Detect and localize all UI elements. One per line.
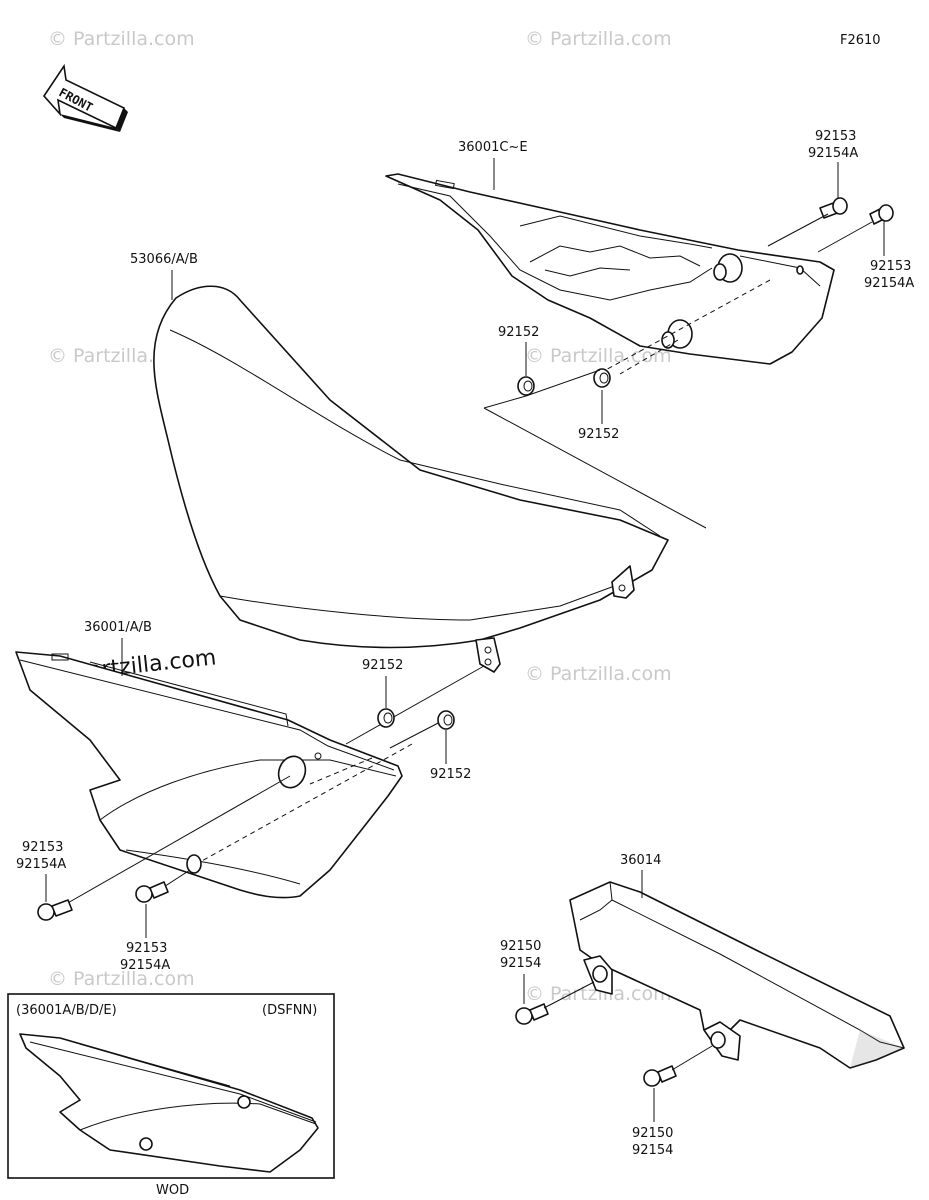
label-bolt-e-1: 92150 — [500, 939, 541, 954]
label-bolt-d-1: 92153 — [126, 941, 167, 956]
label-collar-4: 92152 — [430, 767, 471, 782]
watermark: © Partzilla.com — [48, 968, 195, 990]
label-side-cover-left: 36001/A/B — [84, 620, 152, 635]
watermark: © Partzilla.com — [48, 28, 195, 50]
label-bolt-a-2: 92154A — [808, 146, 858, 161]
label-bolt-b-1: 92153 — [870, 259, 911, 274]
bolt-icon — [643, 1065, 677, 1087]
inset-market: (DSFNN) — [262, 1003, 317, 1018]
label-bolt-f-1: 92150 — [632, 1126, 673, 1141]
bolt-icon — [819, 197, 848, 219]
label-bolt-b-2: 92154A — [864, 276, 914, 291]
label-collar-3: 92152 — [362, 658, 403, 673]
label-collar-2: 92152 — [578, 427, 619, 442]
watermark: © Partzilla.com — [525, 983, 672, 1005]
bolt-icon — [515, 1003, 549, 1025]
rear-cover-right — [385, 173, 835, 365]
side-cover-left — [15, 651, 403, 899]
figure-code: F2610 — [840, 33, 881, 48]
watermark: © Partzilla.com — [525, 28, 672, 50]
grommet — [661, 319, 693, 349]
bolt-icon — [135, 881, 169, 903]
inset-box: (36001A/B/D/E) (DSFNN) WOD — [7, 993, 335, 1198]
label-bolt-a-1: 92153 — [815, 129, 856, 144]
label-bolt-f-2: 92154 — [632, 1143, 673, 1158]
collar-icon — [377, 708, 395, 728]
label-rear-cover-right: 36001C~E — [458, 140, 528, 155]
chain-guard — [569, 881, 905, 1069]
collar-icon — [517, 376, 535, 396]
inset-caption: WOD — [156, 1183, 189, 1198]
watermark: © Partzilla.com — [525, 663, 672, 685]
label-bolt-c-2: 92154A — [16, 857, 66, 872]
mount-hole — [186, 854, 202, 874]
label-bolt-d-2: 92154A — [120, 958, 170, 973]
seat — [153, 285, 669, 673]
collar-icon — [593, 368, 611, 388]
label-seat: 53066/A/B — [130, 252, 198, 267]
label-chain-guard: 36014 — [620, 853, 661, 868]
watermark: © Partzilla.com — [525, 345, 672, 367]
label-bolt-e-2: 92154 — [500, 956, 541, 971]
bolt-icon — [869, 204, 894, 225]
label-bolt-c-1: 92153 — [22, 840, 63, 855]
collar-icon — [437, 710, 455, 730]
front-arrow-icon: FRONT — [42, 63, 128, 132]
grommet — [713, 253, 743, 283]
inset-models: (36001A/B/D/E) — [16, 1003, 117, 1018]
label-collar-1: 92152 — [498, 325, 539, 340]
mount-hole — [277, 755, 307, 789]
bolt-icon — [37, 899, 73, 921]
